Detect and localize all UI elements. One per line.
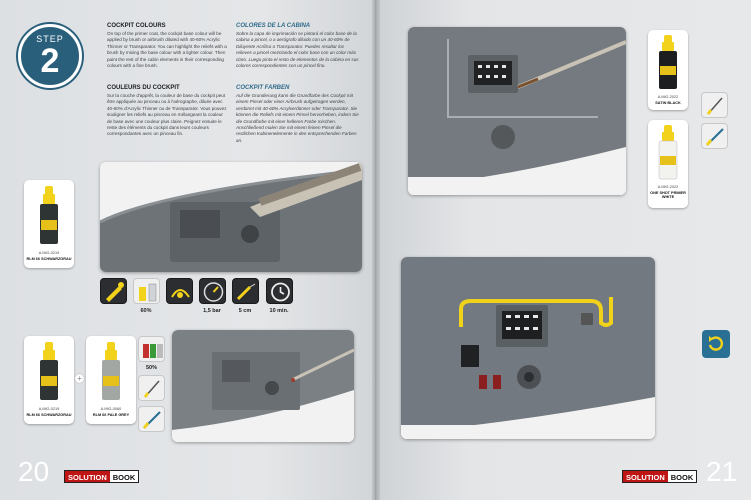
bottle-code: A.MIG-2022 xyxy=(657,95,679,99)
paint-bottle-card: A.MIG-0219 RLM 66 SCHWARZGRAU xyxy=(24,180,74,268)
cockpit-photo-3 xyxy=(408,27,626,195)
pressure-value: 1,5 bar xyxy=(203,308,221,314)
compressor-icon xyxy=(166,278,193,304)
photo-cockpit-panel xyxy=(408,27,626,195)
drying-time-value: 10 min. xyxy=(269,308,289,314)
mix-icon xyxy=(138,336,165,362)
title-french: COULEURS DU COCKPIT xyxy=(107,85,180,91)
body-english: On top of the primer coat, the cockpit b… xyxy=(107,31,227,69)
bottle-name: ONE SHOT PRIMER WHITE xyxy=(650,191,686,199)
paint-bottle-card: A.MIG-0060 RLM 66 PALE GREY xyxy=(86,336,136,424)
logo-part-a: SOLUTION xyxy=(623,471,668,482)
title-english: COCKPIT COLOURS xyxy=(107,23,166,29)
brush-icon xyxy=(138,375,165,401)
solution-book-logo: SOLUTION BOOK xyxy=(622,470,698,483)
paint-bottle-icon xyxy=(658,125,678,180)
page-number-left: 20 xyxy=(18,456,50,487)
bottle-name: RLM 66 SCHWARZGRAU xyxy=(26,257,72,261)
airbrush-icon xyxy=(100,278,127,304)
title-german: COCKPIT FARBEN xyxy=(236,85,290,91)
cockpit-photo-2 xyxy=(172,330,354,442)
photo-airbrushing-cockpit xyxy=(100,162,362,272)
brush-icon xyxy=(701,92,728,118)
paint-bottle-card: A.MIG-0219 RLM 66 SCHWARZGRAU xyxy=(24,336,74,424)
clock-icon xyxy=(266,278,293,304)
right-page: A.MIG-2022 SATIN BLACK A.MIG-2022 ONE SH… xyxy=(376,0,751,500)
photo-brush-detailing xyxy=(172,330,354,442)
text-spanish: COLORES DE LA CABINA Sobre la capa de im… xyxy=(236,22,360,69)
step-badge: STEP 2 xyxy=(18,24,82,88)
mix-ratio: 50% xyxy=(146,365,158,371)
bottle-name: RLM 66 SCHWARZGRAU xyxy=(26,413,72,417)
logo-part-b: BOOK xyxy=(109,471,139,482)
paint-bottle-icon xyxy=(40,186,58,244)
paint-bottle-card: A.MIG-2022 ONE SHOT PRIMER WHITE xyxy=(648,120,688,208)
text-french: COULEURS DU COCKPIT Sur la couche d'appr… xyxy=(107,84,227,138)
bottle-code: A.MIG-0219 xyxy=(38,407,60,411)
body-spanish: Sobre la capa de imprimación se pintará … xyxy=(236,31,359,69)
bottle-code: A.MIG-0060 xyxy=(100,407,122,411)
paint-bottle-icon xyxy=(40,342,58,400)
pressure-gauge-icon xyxy=(199,278,226,304)
photo-finished-cockpit xyxy=(401,257,655,439)
page-number-right: 21 xyxy=(706,456,738,487)
left-page: STEP 2 COCKPIT COLOURS On top of the pri… xyxy=(0,0,375,500)
text-english: COCKPIT COLOURS On top of the primer coa… xyxy=(107,22,227,69)
bottle-code: A.MIG-2022 xyxy=(657,185,679,189)
book-gutter xyxy=(372,0,380,500)
text-german-column: COCKPIT FARBEN Auf die Grundierung kann … xyxy=(236,84,360,144)
paint-bottle-icon xyxy=(102,342,120,400)
logo-part-a: SOLUTION xyxy=(65,471,110,482)
dilution-value: 60% xyxy=(140,308,152,314)
distance-value: 5 cm xyxy=(238,308,252,314)
fine-brush-icon xyxy=(701,123,728,149)
step-number: 2 xyxy=(40,42,60,80)
paint-bottle-icon xyxy=(659,35,677,89)
refresh-icon xyxy=(702,330,730,358)
cockpit-photo-4 xyxy=(401,257,655,439)
step-label: STEP xyxy=(36,34,64,44)
title-spanish: COLORES DE LA CABINA xyxy=(236,23,311,29)
logo-part-b: BOOK xyxy=(667,471,697,482)
distance-icon xyxy=(232,278,259,304)
bottle-name: RLM 66 PALE GREY xyxy=(92,413,130,417)
bottle-code: A.MIG-0219 xyxy=(38,251,60,255)
paint-bottle-card: A.MIG-2022 SATIN BLACK xyxy=(648,30,688,110)
body-french: Sur la couche d'apprêt, la couleur de ba… xyxy=(107,93,227,137)
dilution-icon xyxy=(133,278,160,304)
solution-book-logo: SOLUTION BOOK xyxy=(64,470,140,483)
plus-icon: + xyxy=(75,374,84,383)
cockpit-photo-1 xyxy=(100,162,362,272)
fine-brush-icon xyxy=(138,406,165,432)
body-german: Auf die Grundierung kann die Grundfarbe … xyxy=(236,93,359,143)
bottle-name: SATIN BLACK xyxy=(655,101,681,105)
